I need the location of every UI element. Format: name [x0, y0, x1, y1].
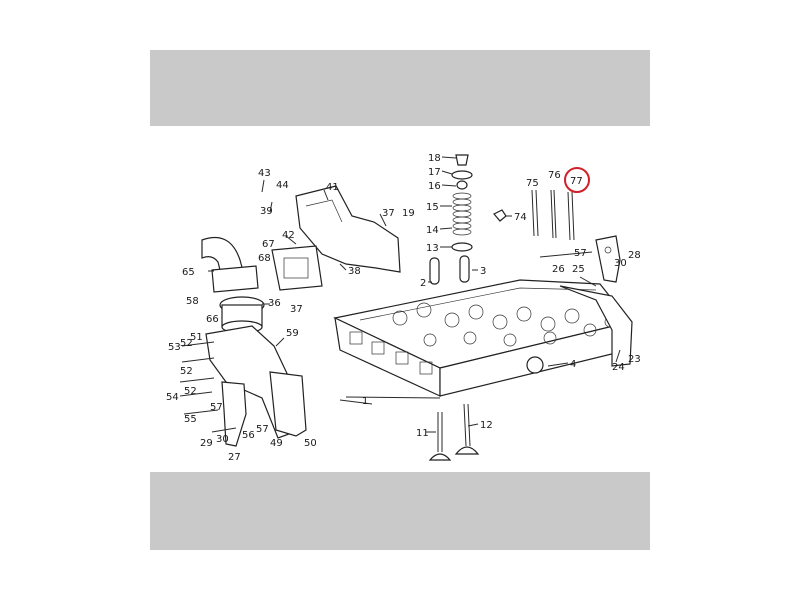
side-gasket [559, 285, 633, 367]
valve-guide-3 [459, 255, 470, 283]
label-37b: 37 [290, 304, 303, 315]
valve-guide-2 [429, 257, 440, 285]
label-39: 39 [260, 206, 273, 217]
label-37a: 37 [382, 208, 395, 219]
label-4: 4 [570, 359, 576, 370]
valve-stack [451, 154, 473, 252]
label-77: 77 [570, 176, 583, 187]
highlight-circle [564, 167, 590, 193]
label-2: 2 [420, 278, 426, 289]
label-14: 14 [426, 225, 439, 236]
label-15: 15 [426, 202, 439, 213]
label-65: 65 [182, 267, 195, 278]
label-66: 66 [206, 314, 219, 325]
part-labels: 18 17 16 15 14 13 2 3 75 76 77 74 43 44 … [166, 153, 641, 463]
label-24: 24 [612, 362, 625, 373]
label-76: 76 [548, 170, 561, 181]
label-1: 1 [362, 396, 368, 407]
label-3: 3 [480, 266, 486, 277]
label-30a: 30 [614, 258, 627, 269]
cylinder-head [333, 279, 632, 397]
left-bolts [179, 341, 237, 433]
label-43: 43 [258, 168, 271, 179]
label-38: 38 [348, 266, 361, 277]
bracket-right [595, 235, 621, 283]
label-67: 67 [262, 239, 275, 250]
label-36: 36 [268, 298, 281, 309]
label-41: 41 [326, 182, 339, 193]
label-52a: 52 [180, 338, 193, 349]
valves [428, 403, 480, 461]
label-29: 29 [200, 438, 213, 449]
label-68: 68 [258, 253, 271, 264]
label-26: 26 [552, 264, 565, 275]
label-23: 23 [628, 354, 641, 365]
label-30b: 30 [216, 434, 229, 445]
bottom-gray-band [150, 472, 650, 550]
label-17: 17 [428, 167, 441, 178]
leader-lines [208, 156, 621, 433]
label-54: 54 [166, 392, 179, 403]
label-75: 75 [526, 178, 539, 189]
label-55: 55 [184, 414, 197, 425]
label-19: 19 [402, 208, 415, 219]
label-16: 16 [428, 181, 441, 192]
label-50: 50 [304, 438, 317, 449]
top-gray-band [150, 50, 650, 126]
manifold [295, 185, 401, 273]
label-25: 25 [572, 264, 585, 275]
label-44: 44 [276, 180, 289, 191]
label-42: 42 [282, 230, 295, 241]
label-11: 11 [416, 428, 429, 439]
label-18: 18 [428, 153, 441, 164]
label-58: 58 [186, 296, 199, 307]
label-13: 13 [426, 243, 439, 254]
label-51: 51 [190, 332, 203, 343]
label-59: 59 [286, 328, 299, 339]
label-12: 12 [480, 420, 493, 431]
label-27: 27 [228, 452, 241, 463]
label-52c: 52 [184, 386, 197, 397]
label-28: 28 [628, 250, 641, 261]
label-53: 53 [168, 342, 181, 353]
label-52b: 52 [180, 366, 193, 377]
label-57b: 57 [210, 402, 223, 413]
label-49: 49 [270, 438, 283, 449]
label-74: 74 [514, 212, 527, 223]
label-56: 56 [242, 430, 255, 441]
label-57c: 57 [256, 424, 269, 435]
label-57a: 57 [574, 248, 587, 259]
studs [493, 189, 575, 241]
